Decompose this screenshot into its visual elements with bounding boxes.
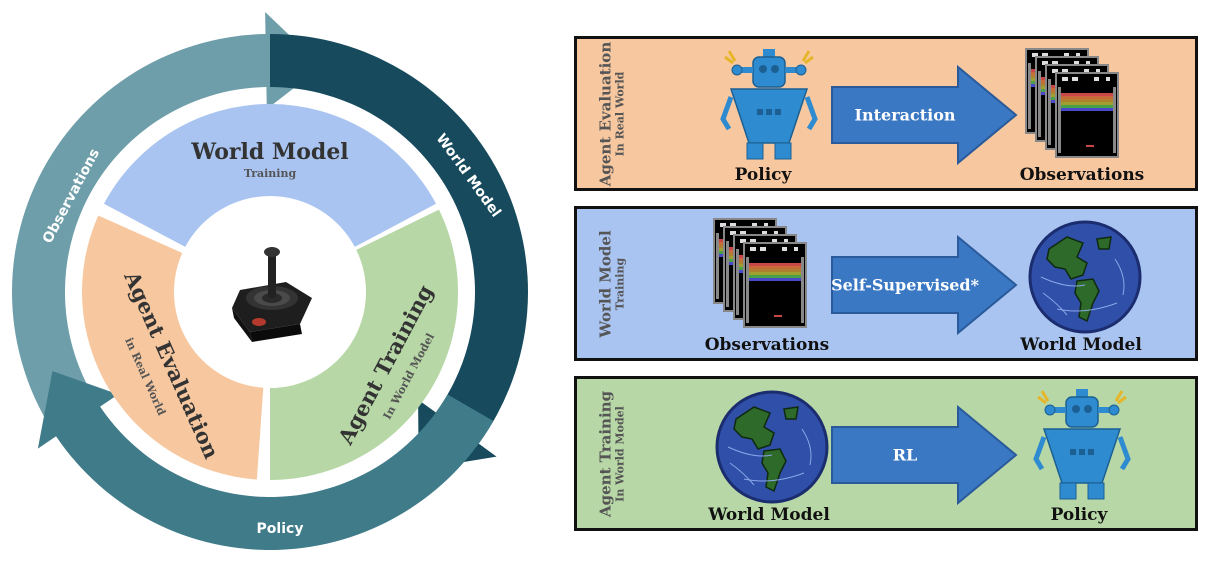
panel-side-label: Agent Training In World Model xyxy=(577,379,647,528)
panel-title: World Model xyxy=(596,229,615,338)
joystick-icon xyxy=(232,247,312,342)
world-model-training-panel: World Model Training Observations Self-S… xyxy=(574,206,1198,361)
policy-caption: Policy xyxy=(734,165,792,185)
panel-subtitle: Training xyxy=(613,257,627,310)
observations-arrow xyxy=(12,12,323,458)
panel-subtitle: In World Model xyxy=(613,405,627,502)
world-model-caption: World Model xyxy=(708,505,830,525)
rl-arrow-label: RL xyxy=(892,445,918,465)
agent-training-panel: Agent Training In World Model World Mode… xyxy=(574,376,1198,531)
panel-subtitle: In Real World xyxy=(613,71,627,156)
training-cycle-diagram: World Model Training Agent Evaluation in… xyxy=(12,12,528,550)
globe-world-model-icon xyxy=(1027,219,1143,335)
panel-side-label: Agent Evaluation In Real World xyxy=(577,39,647,188)
observations-caption: Observations xyxy=(1019,165,1145,185)
interaction-arrow-label: Interaction xyxy=(854,105,956,125)
rl-arrow: RL xyxy=(830,405,1020,505)
world-model-arrow xyxy=(270,34,528,470)
agent-evaluation-panel: Agent Evaluation In Real World Policy In… xyxy=(574,36,1198,191)
observation-frames-icon xyxy=(710,215,830,333)
panel-title: Agent Training xyxy=(596,390,615,517)
robot-policy-icon xyxy=(1032,387,1132,505)
policy-caption: Policy xyxy=(1050,505,1108,525)
globe-world-model-icon xyxy=(714,389,830,505)
robot-policy-icon xyxy=(719,47,819,165)
self-supervised-arrow-label: Self-Supervised* xyxy=(831,275,979,295)
agent-evaluation-sector xyxy=(81,215,264,480)
policy-arrow xyxy=(37,371,494,550)
interaction-arrow: Interaction xyxy=(830,65,1020,165)
panel-side-label: World Model Training xyxy=(577,209,647,358)
world-model-training-sector xyxy=(104,104,436,247)
panel-title: Agent Evaluation xyxy=(596,41,615,186)
observations-caption: Observations xyxy=(704,335,830,355)
policy-arrow-label: Policy xyxy=(257,521,304,537)
world-model-caption: World Model xyxy=(1020,335,1142,355)
agent-training-sector xyxy=(270,209,458,480)
world-model-sector-title: World Model xyxy=(190,139,348,165)
self-supervised-arrow: Self-Supervised* xyxy=(830,235,1020,335)
world-model-sector-subtitle: Training xyxy=(244,167,297,180)
observation-frames-icon xyxy=(1022,45,1142,163)
